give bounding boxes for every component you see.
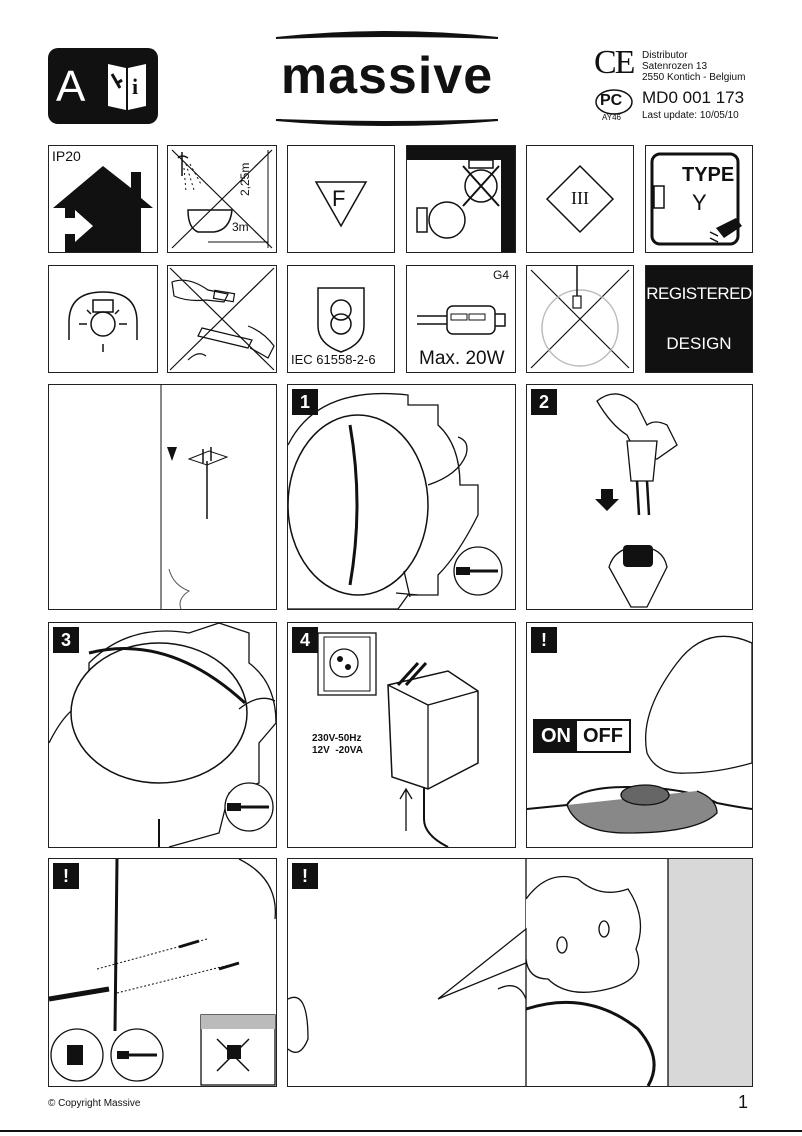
brand-name: massive bbox=[280, 47, 494, 105]
pc-mark-text: PC bbox=[600, 92, 623, 109]
g4-bulb-icon bbox=[417, 305, 506, 335]
max-wattage: Max. 20W bbox=[419, 348, 505, 369]
bulb-warning-panel: ! bbox=[287, 858, 753, 1087]
brand-logo: massive bbox=[272, 30, 502, 126]
step2-panel: 2 bbox=[526, 384, 753, 610]
manual-letter: A bbox=[56, 62, 86, 111]
no-pendant-icon bbox=[530, 266, 630, 369]
page-number: 1 bbox=[738, 1092, 749, 1112]
plug-connector-icon bbox=[595, 393, 678, 608]
adapter-output: 12V -20VA bbox=[312, 745, 363, 756]
step1-badge: 1 bbox=[292, 389, 318, 415]
adapter-voltage: 230V-50Hz bbox=[312, 733, 362, 744]
lamp-light-icon bbox=[288, 859, 752, 1086]
manual-book-icon: i bbox=[104, 58, 150, 114]
type-label: TYPE bbox=[682, 164, 735, 186]
lamp-cover-icon bbox=[68, 291, 138, 352]
distributor-street: Satenrozen 13 bbox=[642, 61, 708, 72]
adapter-icon bbox=[317, 632, 479, 847]
gear-lamp-back-icon bbox=[49, 623, 276, 847]
step1-panel: 1 bbox=[287, 384, 516, 610]
bulb-spec-box: G4 Max. 20W bbox=[406, 265, 516, 373]
no-ceiling-lamp-icon bbox=[407, 146, 515, 252]
class-iii-box: III bbox=[526, 145, 634, 253]
f-mark: F bbox=[332, 186, 346, 211]
registered-line1: REGISTERED bbox=[646, 284, 752, 303]
step3-badge: 3 bbox=[53, 627, 79, 653]
step4-panel: 4 230V-50Hz 12V -20VA bbox=[287, 622, 516, 848]
no-touch-bulb-box bbox=[167, 265, 277, 373]
wall-mount-warning-panel: ! bbox=[48, 858, 277, 1087]
bathroom-warning-box: 2,25m 3m bbox=[167, 145, 277, 253]
finger-switch-icon bbox=[527, 635, 752, 834]
no-recessed-box bbox=[406, 145, 516, 253]
type-y-box: TYPE Y bbox=[645, 145, 753, 253]
standard-label: IEC 61558-2-6 bbox=[291, 352, 376, 367]
mounting-overview-panel bbox=[48, 384, 277, 610]
manual-badge: A i bbox=[48, 48, 158, 124]
bottom-rule bbox=[0, 1130, 802, 1132]
copyright: © Copyright Massive bbox=[48, 1098, 141, 1109]
step2-badge: 2 bbox=[531, 389, 557, 415]
class-mark: III bbox=[571, 188, 589, 208]
bathroom-distance: 3m bbox=[232, 220, 249, 234]
ip-rating-box: IP20 bbox=[48, 145, 158, 253]
registered-design-box: REGISTERED DESIGN bbox=[645, 265, 753, 373]
pc-mark-icon: PC AY46 bbox=[594, 88, 638, 124]
lamp-shield-box bbox=[48, 265, 158, 373]
f-mark-box: F bbox=[287, 145, 395, 253]
svg-text:i: i bbox=[132, 74, 138, 99]
ce-mark: CE bbox=[594, 44, 635, 81]
transformer-shield-icon bbox=[317, 287, 365, 353]
on-off-label: ON OFF bbox=[533, 719, 631, 753]
bulb-type: G4 bbox=[492, 268, 509, 282]
ip-rating: IP20 bbox=[52, 148, 81, 164]
switch-on: ON bbox=[535, 721, 577, 751]
house-icon bbox=[49, 158, 157, 252]
last-update: Last update: 10/05/10 bbox=[642, 110, 739, 121]
switch-off: OFF bbox=[583, 725, 623, 747]
f-triangle-icon bbox=[314, 181, 368, 228]
warning3-badge: ! bbox=[292, 863, 318, 889]
gear-lamp-screw-icon bbox=[288, 392, 503, 609]
step4-badge: 4 bbox=[292, 627, 318, 653]
distributor-block: Distributor Satenrozen 13 2550 Kontich -… bbox=[642, 50, 762, 83]
pc-code: AY46 bbox=[602, 113, 621, 122]
distributor-city: 2550 Kontich - Belgium bbox=[642, 72, 746, 83]
bathroom-icon bbox=[171, 149, 273, 249]
distributor-label: Distributor bbox=[642, 50, 688, 61]
bathroom-height: 2,25m bbox=[238, 162, 252, 196]
step3-panel: 3 bbox=[48, 622, 277, 848]
warning2-badge: ! bbox=[53, 863, 79, 889]
model-number: MD0 001 173 bbox=[642, 88, 745, 107]
plug-icon bbox=[650, 152, 742, 246]
diamond-icon bbox=[545, 164, 615, 234]
type-value: Y bbox=[692, 190, 707, 215]
no-pendant-box bbox=[526, 265, 634, 373]
warning1-badge: ! bbox=[531, 627, 557, 653]
wire-mount-icon bbox=[160, 385, 229, 609]
hand-bulb-icon bbox=[169, 267, 275, 371]
safety-transformer-box: IEC 61558-2-6 bbox=[287, 265, 395, 373]
registered-line2: DESIGN bbox=[666, 334, 732, 353]
wall-plug-drill-icon bbox=[49, 859, 276, 1086]
switch-warning-panel: ! ON OFF bbox=[526, 622, 753, 848]
